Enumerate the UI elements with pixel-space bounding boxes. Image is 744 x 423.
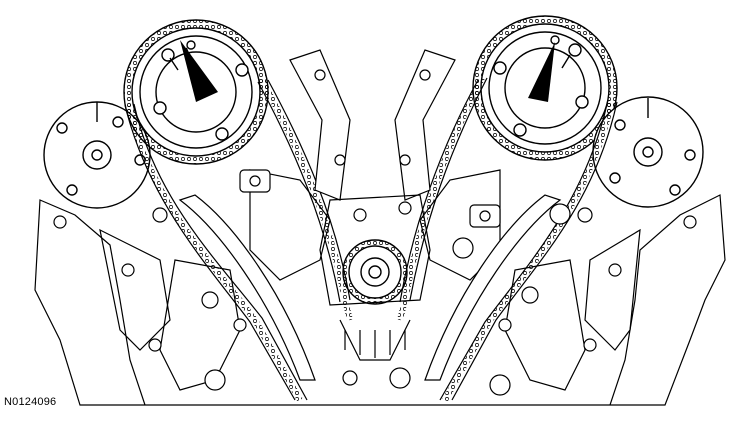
center-housing — [319, 194, 431, 389]
figure-reference-code: N0124096 — [4, 396, 57, 408]
left-timing-arrow-icon — [180, 40, 218, 102]
right-timing-arrow-icon — [528, 42, 555, 102]
left-exhaust-phaser — [43, 101, 151, 209]
crankshaft-sprocket-icon — [342, 239, 408, 305]
left-timing-chain — [124, 78, 353, 402]
fasteners — [53, 69, 697, 396]
tensioners — [201, 169, 571, 309]
